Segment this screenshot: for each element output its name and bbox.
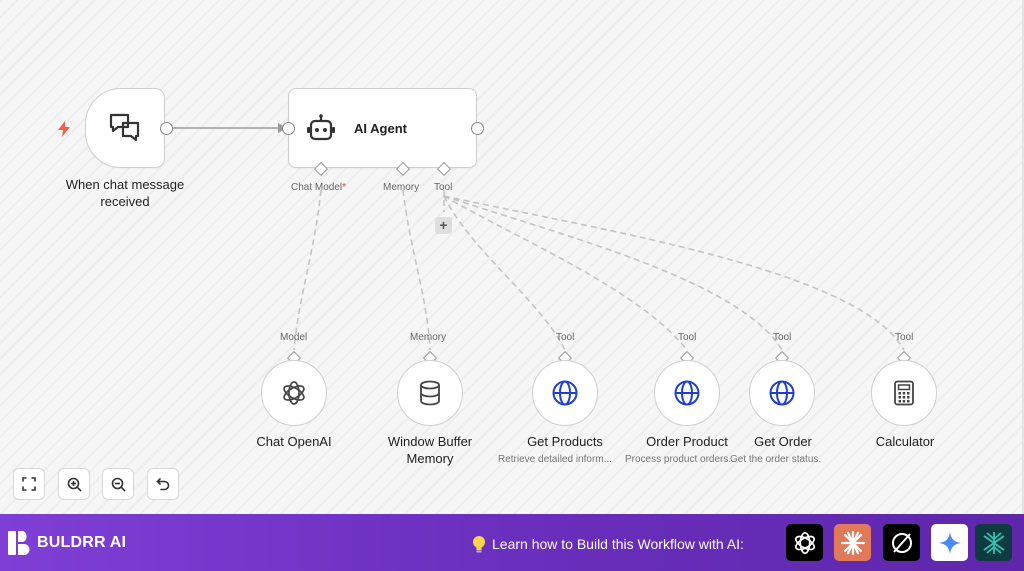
connection-wires: [172, 123, 905, 351]
chat-model-slot-label: Chat Model*: [291, 182, 347, 193]
window-buffer-memory-node[interactable]: [397, 360, 463, 426]
chat-trigger-node[interactable]: [85, 88, 165, 168]
memory-sub-slot-label: Memory: [410, 332, 447, 343]
lightbulb-icon: [473, 536, 485, 553]
buldrr-logo-icon: [8, 530, 30, 555]
cta: Learn how to Build this Workflow with AI…: [472, 535, 744, 553]
globe-icon: [552, 380, 578, 406]
memory-slot-label: Memory: [383, 182, 420, 193]
chat-openai-node[interactable]: [261, 360, 327, 426]
agent-title: AI Agent: [354, 120, 407, 136]
gemini-icon: [938, 531, 961, 554]
get-order-title: Get Order: [754, 434, 812, 449]
ai-agent-node[interactable]: AI Agent: [288, 88, 477, 168]
order-product-description: Process product orders...: [625, 454, 737, 465]
order-product-title: Order Product: [646, 434, 728, 449]
globe-icon: [674, 380, 700, 406]
footer-bar: BULDRR AI Learn how to Build this Workfl…: [0, 514, 1024, 571]
chat-openai-title: Chat OpenAI: [256, 434, 332, 449]
calculator-slot-label: Tool: [895, 332, 914, 343]
brand[interactable]: BULDRR AI: [7, 530, 126, 556]
zoom-in-button[interactable]: [58, 468, 90, 500]
get-products-description: Retrieve detailed inform...: [498, 454, 612, 465]
robot-icon: [306, 113, 336, 143]
calculator-icon: [894, 380, 914, 406]
database-icon: [420, 380, 440, 406]
chatgpt-button[interactable]: [786, 524, 823, 561]
get-order-node[interactable]: [749, 360, 815, 426]
trigger-title: When chat message received: [65, 177, 185, 209]
add-tool-button[interactable]: +: [435, 217, 452, 234]
undo-button[interactable]: [147, 468, 179, 500]
calculator-title: Calculator: [875, 434, 935, 449]
perplexity-button[interactable]: [883, 524, 920, 561]
fit-view-icon: [22, 477, 36, 491]
openai-icon: [283, 381, 305, 405]
zoom-in-icon: [67, 477, 82, 492]
globe-icon: [769, 380, 795, 406]
agent-output-port[interactable]: [471, 122, 484, 135]
deepseek-icon: [982, 531, 1005, 554]
get-products-node[interactable]: [532, 360, 598, 426]
get-products-title: Get Products: [527, 434, 603, 449]
get-products-slot-label: Tool: [556, 332, 575, 343]
zoom-out-button[interactable]: [102, 468, 134, 500]
fit-view-button[interactable]: [13, 468, 45, 500]
order-product-node[interactable]: [654, 360, 720, 426]
order-product-slot-label: Tool: [678, 332, 697, 343]
model-slot-label: Model: [280, 332, 308, 343]
tool-slot-label: Tool: [434, 182, 453, 193]
lightning-bolt-icon: [58, 121, 70, 137]
chatgpt-icon: [794, 531, 815, 554]
chat-bubbles-icon: [109, 113, 140, 142]
perplexity-icon: [891, 532, 912, 553]
trigger-output-port[interactable]: [160, 122, 173, 135]
claude-icon: [840, 530, 865, 555]
gemini-button[interactable]: [931, 524, 968, 561]
calculator-node[interactable]: [871, 360, 937, 426]
claude-button[interactable]: [834, 524, 871, 561]
deepseek-button[interactable]: [975, 524, 1012, 561]
undo-icon: [156, 478, 170, 491]
brand-name: BULDRR AI: [37, 533, 127, 551]
get-order-description: Get the order status.: [730, 454, 822, 465]
window-buffer-memory-title: Window Buffer Memory: [387, 434, 473, 466]
zoom-out-icon: [111, 477, 126, 492]
cta-text: Learn how to Build this Workflow with AI…: [492, 536, 744, 552]
get-order-slot-label: Tool: [773, 332, 792, 343]
workflow-canvas[interactable]: When chat message received AI Agent Chat…: [0, 0, 1024, 514]
agent-input-port[interactable]: [282, 122, 295, 135]
